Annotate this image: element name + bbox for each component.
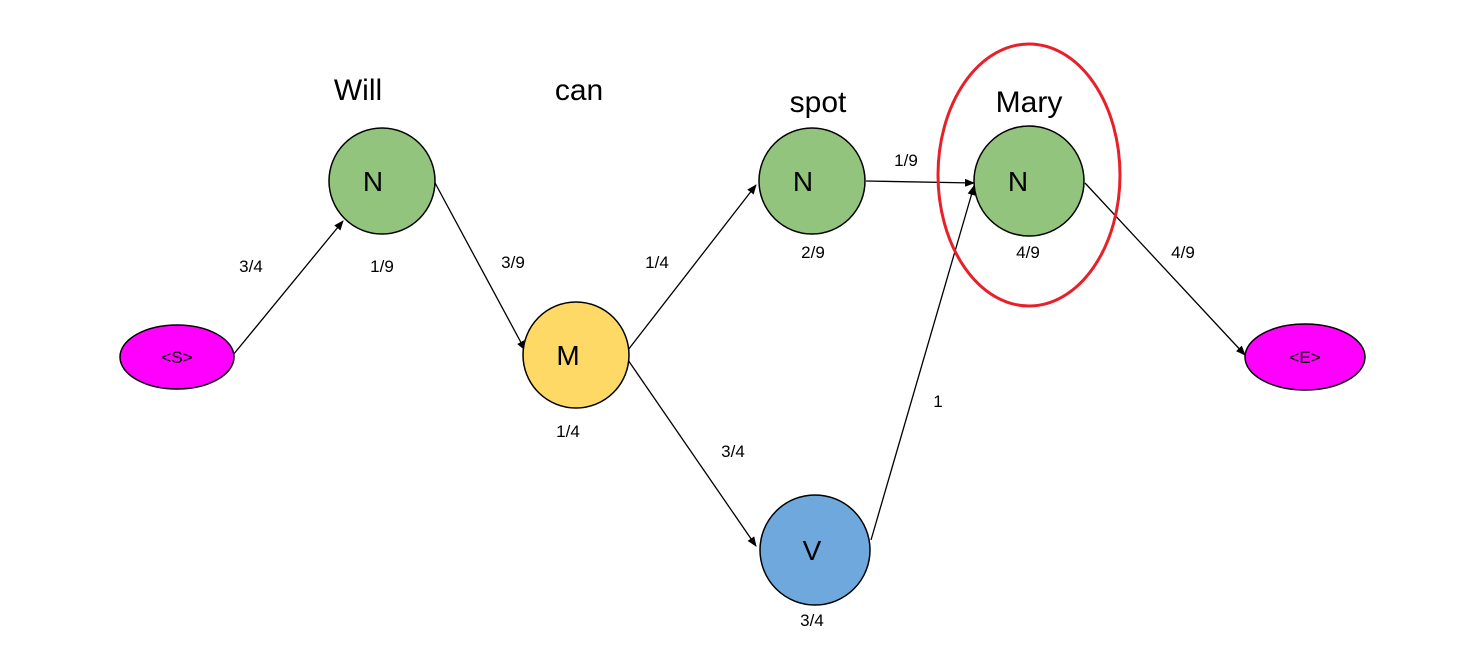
edges — [232, 178, 1246, 547]
edge-spot-n-to-mary — [865, 178, 975, 187]
edge-label-can-to-spot-n: 1/4 — [645, 253, 669, 272]
edge-spot-v-to-mary — [870, 185, 976, 541]
tag-circle — [759, 494, 871, 606]
node-end: <E> — [1244, 323, 1366, 391]
tag-label: M — [556, 340, 579, 371]
word-can: can — [555, 74, 603, 107]
edge-will-to-can — [433, 180, 526, 351]
edge-can-to-spot-n — [627, 184, 757, 351]
edge-mary-to-end — [1084, 182, 1246, 356]
node-start: <S> — [119, 324, 235, 390]
edge-label-spot-v-to-mary: 1 — [933, 392, 942, 411]
node-mary-noun: N 4/9 — [973, 125, 1085, 262]
edge-label-can-to-spot-v: 3/4 — [721, 442, 745, 461]
node-spot-noun: N 2/9 — [758, 127, 866, 262]
tag-circle — [522, 301, 630, 409]
tag-label: V — [803, 535, 822, 566]
terminal-ellipse — [1244, 323, 1366, 391]
node-will-noun: N 1/9 — [328, 127, 436, 276]
best-path-highlight — [936, 42, 1122, 308]
emission-prob: 3/4 — [800, 611, 824, 630]
emission-prob: 1/9 — [370, 257, 394, 276]
terminal-ellipse — [119, 324, 235, 390]
emission-prob: 2/9 — [801, 243, 825, 262]
word-spot: spot — [790, 86, 847, 119]
edge-label-start-to-will: 3/4 — [239, 257, 263, 276]
emission-prob: 1/4 — [556, 422, 580, 441]
node-can-modal: M 1/4 — [522, 301, 630, 441]
tag-circle — [328, 127, 436, 235]
edge-label-will-to-can: 3/9 — [501, 253, 525, 272]
transition-labels: 3/4 3/9 1/4 3/4 1/9 1 4/9 — [239, 151, 1195, 461]
word-labels: Will can spot Mary — [334, 74, 1062, 119]
word-will: Will — [334, 74, 382, 107]
node-spot-verb: V 3/4 — [759, 494, 871, 630]
tag-label: N — [1008, 166, 1028, 197]
edge-label-spot-n-to-mary: 1/9 — [894, 151, 918, 170]
tag-label: N — [793, 166, 813, 197]
start-label: <S> — [161, 348, 192, 367]
word-mary: Mary — [996, 86, 1063, 119]
edge-label-mary-to-end: 4/9 — [1171, 243, 1195, 262]
emission-prob: 4/9 — [1016, 243, 1040, 262]
tag-circle — [973, 125, 1085, 237]
end-label: <E> — [1289, 348, 1320, 367]
edge-can-to-spot-v — [627, 359, 757, 547]
tag-label: N — [363, 166, 383, 197]
tag-circle — [758, 127, 866, 235]
edge-start-to-will — [232, 220, 344, 356]
